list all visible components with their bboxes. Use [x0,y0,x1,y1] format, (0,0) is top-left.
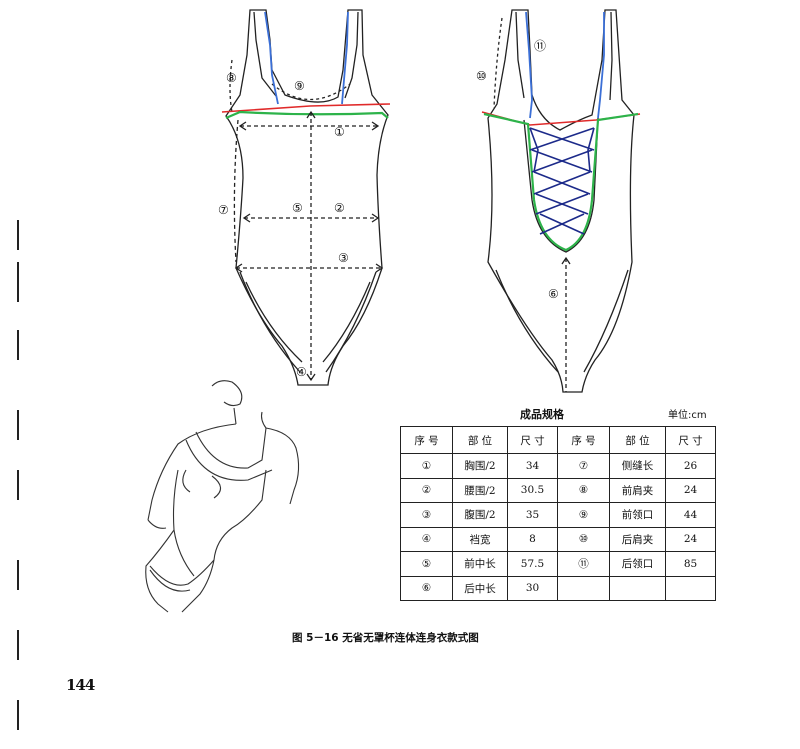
margin-rule [17,470,19,500]
marker-9: ⑨ [294,79,305,93]
table-cell: 24 [665,526,716,552]
margin-rule [17,220,19,250]
marker-2: ② [334,201,345,215]
table-cell: 30.5 [507,477,558,503]
back-view-labels: ⑥ ⑩ ⑪ [476,39,559,301]
table-cell: 8 [507,526,558,552]
figure-caption: 图 5－16 无省无罩杯连体连身衣款式图 [292,632,479,644]
table-cell: ② [400,477,453,503]
marker-10: ⑩ [476,69,487,83]
marker-1: ① [334,125,345,139]
table-cell: 胸围/2 [452,453,508,479]
margin-rule [17,410,19,440]
column-header: 序 号 [400,426,453,454]
margin-rule [17,700,19,730]
table-cell: ⑩ [557,526,610,552]
table-row: ⑤ 前中长 57.5 ⑪ 后领口 85 [400,551,716,577]
table-cell: 57.5 [507,551,558,577]
table-cell: 前肩夹 [609,477,666,503]
table-cell [557,575,610,601]
table-cell [665,575,716,601]
column-header: 序 号 [557,426,610,454]
column-header: 尺 寸 [665,426,716,454]
marker-7: ⑦ [218,203,229,217]
table-cell: 前中长 [452,551,508,577]
front-view [221,9,391,386]
table-cell: 44 [665,502,716,528]
marker-5: ⑤ [292,201,303,215]
marker-3: ③ [338,251,349,265]
table-cell: 35 [507,502,558,528]
margin-rule [17,560,19,590]
marker-6: ⑥ [548,287,559,301]
margin-rule [17,262,19,302]
table-cell: 腹围/2 [452,502,508,528]
table-cell: ⑧ [557,477,610,503]
table-cell: ⑪ [557,551,610,577]
spec-table: 序 号 部 位 尺 寸 序 号 部 位 尺 寸 ① 胸围/2 34 ⑦ 侧缝长 … [400,426,716,601]
table-cell: 85 [665,551,716,577]
column-header: 部 位 [609,426,666,454]
table-cell: ③ [400,502,453,528]
table-cell: ① [400,453,453,479]
table-cell: ④ [400,526,453,552]
table-cell: 30 [507,575,558,601]
table-cell: 裆宽 [452,526,508,552]
table-row: ④ 裆宽 8 ⑩ 后肩夹 24 [400,526,716,552]
table-header-row: 序 号 部 位 尺 寸 序 号 部 位 尺 寸 [400,426,716,454]
table-cell: 腰围/2 [452,477,508,503]
table-cell: ⑦ [557,453,610,479]
table-cell: 后中长 [452,575,508,601]
marker-8: ⑧ [226,71,237,85]
column-header: 部 位 [452,426,508,454]
table-row: ③ 腹围/2 35 ⑨ 前领口 44 [400,502,716,528]
margin-rule [17,630,19,660]
table-cell: ⑨ [557,502,610,528]
table-cell: 24 [665,477,716,503]
table-row: ⑥ 后中长 30 [400,575,716,601]
table-cell: 26 [665,453,716,479]
back-view [481,9,641,393]
table-cell: 侧缝长 [609,453,666,479]
marker-11: ⑪ [534,39,546,53]
spec-title: 成品规格 [520,408,564,421]
table-cell: ⑥ [400,575,453,601]
table-cell: 34 [507,453,558,479]
table-cell: ⑤ [400,551,453,577]
table-cell: 前领口 [609,502,666,528]
table-row: ① 胸围/2 34 ⑦ 侧缝长 26 [400,453,716,479]
front-view-labels: ① ② ③ ④ ⑤ ⑦ ⑧ ⑨ [218,71,349,379]
marker-4: ④ [296,365,307,379]
table-cell: 后肩夹 [609,526,666,552]
column-header: 尺 寸 [507,426,558,454]
spec-unit: 单位:cm [668,410,707,421]
figure-sketch [145,380,300,613]
margin-rule [17,330,19,360]
table-cell [609,575,666,601]
table-cell: 后领口 [609,551,666,577]
table-row: ② 腰围/2 30.5 ⑧ 前肩夹 24 [400,477,716,503]
page-number: 144 [66,676,95,694]
